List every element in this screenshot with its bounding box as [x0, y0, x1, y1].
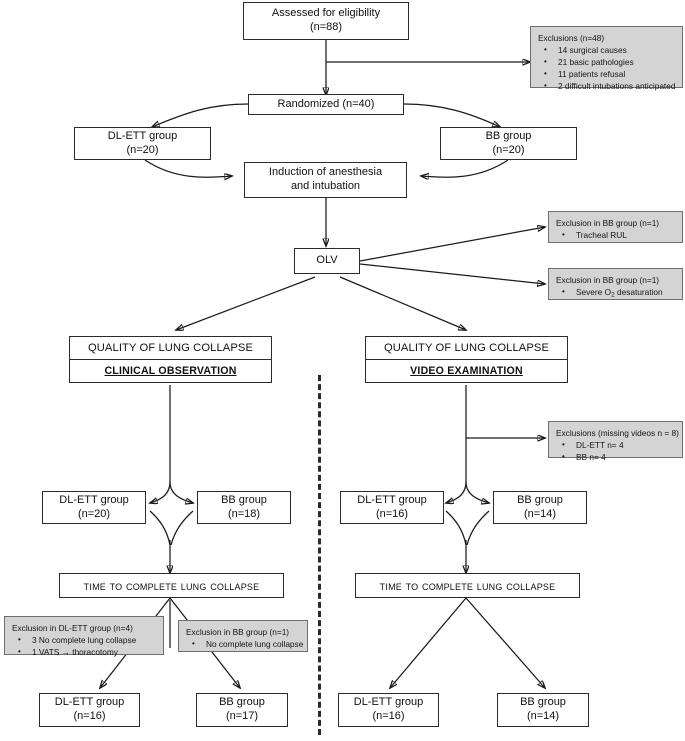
exclusion-box-bb-no-collapse: Exclusion in BB group (n=1) No complete … [178, 620, 308, 652]
exclusion-bb-desat-header: Exclusion in BB group (n=1) [556, 275, 660, 285]
exclusion-bb-no-collapse-header: Exclusion in BB group (n=1) [186, 627, 290, 637]
exclusion-bb-desat-item: Severe O2 desaturation [560, 286, 676, 300]
exclusion-box-missing-videos: Exclusions (missing videos n = 8) DL-ETT… [548, 421, 683, 462]
exclusion-main-item: 21 basic pathologies [542, 56, 676, 68]
node-bb-left-bottom-line1: BB group [219, 696, 265, 709]
exclusion-missing-videos-list: DL-ETT n= 4 BB n= 4 [556, 439, 676, 463]
node-induction-line1: Induction of anesthesia [268, 166, 383, 179]
node-dlett-group-right-bottom: DL-ETT group (n=16) [338, 693, 439, 727]
quality-right-title: QUALITY OF LUNG COLLAPSE [366, 337, 567, 360]
exclusion-main-header: Exclusions (n=48) [538, 33, 605, 43]
node-bb-top-line2: (n=20) [492, 143, 525, 156]
exclusion-box-main: Exclusions (n=48) 14 surgical causes 21 … [530, 26, 683, 91]
exclusion-bb-desat-list: Severe O2 desaturation [556, 286, 676, 300]
quality-right-subtitle: VIDEO EXAMINATION [410, 365, 523, 377]
node-dlett-right-mid-line2: (n=16) [375, 507, 409, 520]
exclusion-bb-no-collapse-list: No complete lung collapse [186, 638, 303, 650]
node-assessed-line1: Assessed for eligibility [271, 7, 381, 20]
node-assessed-for-eligibility: Assessed for eligibility (n=88) [243, 2, 409, 40]
node-bb-group-top: BB group (n=20) [440, 127, 577, 160]
node-dlett-top-line2: (n=20) [126, 143, 159, 156]
node-bb-group-right-mid: BB group (n=14) [493, 491, 587, 524]
time-right-label: Time to complete lung collapse [379, 578, 556, 593]
exclusion-dlett-no-collapse-header: Exclusion in DL-ETT group (n=4) [12, 623, 133, 633]
exclusion-missing-videos-item: DL-ETT n= 4 [560, 439, 676, 451]
time-left-label: Time to complete lung collapse [83, 578, 260, 593]
node-dlett-right-bottom-line2: (n=16) [372, 710, 405, 722]
node-dlett-left-bottom-line2: (n=16) [73, 710, 106, 722]
node-dlett-group-top: DL-ETT group (n=20) [74, 127, 211, 160]
node-dlett-top-line1: DL-ETT group [107, 129, 178, 142]
node-dlett-right-bottom-line1: DL-ETT group [353, 696, 424, 709]
node-quality-lung-collapse-clinical: QUALITY OF LUNG COLLAPSE CLINICAL OBSERV… [69, 336, 272, 383]
node-bb-group-left-mid: BB group (n=18) [197, 491, 291, 524]
node-dlett-right-mid-line1: DL-ETT group [357, 493, 427, 506]
exclusion-dlett-no-collapse-list: 3 No complete lung collapse 1 VATS → tho… [12, 634, 157, 658]
exclusion-dlett-no-collapse-item: 1 VATS → thoracotomy [16, 646, 157, 658]
node-assessed-line2: (n=88) [309, 21, 343, 33]
exclusion-dlett-no-collapse-item: 3 No complete lung collapse [16, 634, 157, 646]
exclusion-box-dlett-no-collapse: Exclusion in DL-ETT group (n=4) 3 No com… [4, 616, 164, 658]
node-quality-lung-collapse-video: QUALITY OF LUNG COLLAPSE VIDEO EXAMINATI… [365, 336, 568, 383]
node-dlett-left-bottom-line1: DL-ETT group [54, 696, 125, 709]
node-randomized: Randomized (n=40) [248, 94, 404, 115]
node-bb-right-bottom-line2: (n=14) [526, 710, 560, 722]
exclusion-missing-videos-header: Exclusions (missing videos n = 8) [556, 428, 679, 438]
node-induction-line2: and intubation [290, 180, 361, 192]
node-time-to-complete-collapse-left: Time to complete lung collapse [59, 573, 284, 598]
node-bb-right-mid-line2: (n=14) [523, 507, 557, 520]
exclusion-box-bb-desaturation: Exclusion in BB group (n=1) Severe O2 de… [548, 268, 683, 300]
node-induction-of-anesthesia: Induction of anesthesia and intubation [244, 162, 407, 198]
node-bb-group-left-bottom: BB group (n=17) [196, 693, 288, 727]
node-time-to-complete-collapse-right: Time to complete lung collapse [355, 573, 580, 598]
node-dlett-group-left-bottom: DL-ETT group (n=16) [39, 693, 140, 727]
exclusion-bb-tracheal-list: Tracheal RUL [556, 229, 676, 241]
exclusion-main-list: 14 surgical causes 21 basic pathologies … [538, 44, 676, 92]
quality-left-title: QUALITY OF LUNG COLLAPSE [70, 337, 271, 360]
vertical-dashed-divider [318, 375, 321, 735]
exclusion-main-item: 14 surgical causes [542, 44, 676, 56]
exclusion-main-item: 2 difficult intubations anticipated [542, 80, 676, 92]
node-dlett-left-mid-line1: DL-ETT group [59, 493, 129, 506]
node-bb-right-bottom-line1: BB group [520, 696, 566, 709]
node-bb-left-mid-line1: BB group [221, 493, 267, 506]
node-bb-group-right-bottom: BB group (n=14) [497, 693, 589, 727]
quality-left-subtitle: CLINICAL OBSERVATION [104, 365, 237, 377]
exclusion-main-item: 11 patients refusal [542, 68, 676, 80]
node-bb-left-bottom-line2: (n=17) [225, 710, 259, 722]
node-bb-right-mid-line1: BB group [517, 493, 563, 506]
exclusion-bb-no-collapse-item: No complete lung collapse [190, 638, 303, 650]
node-bb-top-line1: BB group [485, 129, 532, 142]
node-dlett-group-right-mid: DL-ETT group (n=16) [340, 491, 444, 524]
node-randomized-label: Randomized (n=40) [277, 97, 375, 110]
node-olv-label: OLV [316, 254, 338, 267]
exclusion-bb-tracheal-item: Tracheal RUL [560, 229, 676, 241]
exclusion-missing-videos-item: BB n= 4 [560, 451, 676, 463]
node-bb-left-mid-line2: (n=18) [227, 507, 261, 520]
exclusion-box-bb-tracheal: Exclusion in BB group (n=1) Tracheal RUL [548, 211, 683, 243]
node-dlett-group-left-mid: DL-ETT group (n=20) [42, 491, 146, 524]
node-dlett-left-mid-line2: (n=20) [77, 507, 111, 520]
node-olv: OLV [294, 248, 360, 274]
exclusion-bb-tracheal-header: Exclusion in BB group (n=1) [556, 218, 660, 228]
